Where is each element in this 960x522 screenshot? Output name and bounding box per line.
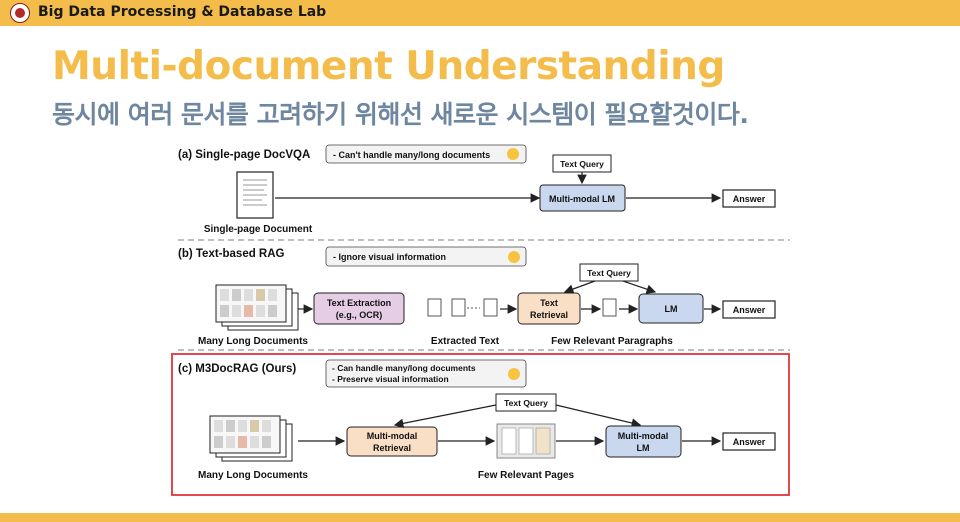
text-retrieval-line2: Retrieval	[530, 310, 568, 320]
section-a-note: - Can't handle many/long documents	[333, 150, 490, 160]
section-a-label: (a) Single-page DocVQA	[178, 149, 310, 161]
relevant-paragraph-icon	[602, 298, 617, 317]
relevant-pages-icon	[496, 423, 556, 459]
many-documents-stack-icon	[209, 415, 293, 462]
happy-emoji-icon	[508, 368, 520, 380]
query-to-lm-arrow	[622, 280, 657, 294]
section-c-text-query: Text Query	[504, 398, 548, 408]
slide-subtitle: 동시에 여러 문서를 고려하기 위해선 새로운 시스템이 필요할것이다.	[52, 100, 749, 129]
text-extraction-line2: (e.g., OCR)	[336, 310, 383, 320]
section-b-label: (b) Text-based RAG	[178, 248, 285, 260]
multimodal-lm-line1: Multi-modal	[618, 431, 669, 441]
section-c-note-box	[325, 359, 527, 388]
section-b-answer-box	[722, 300, 776, 319]
section-c-note-line1: - Can handle many/long documents	[332, 363, 476, 373]
multimodal-retrieval-line1: Multi-modal	[367, 431, 418, 441]
section-c-label: (c) M3DocRAG (Ours)	[178, 363, 296, 375]
section-a-note-box	[325, 144, 527, 164]
multimodal-lm-box	[539, 184, 626, 212]
text-retrieval-line1: Text	[540, 298, 558, 308]
multimodal-lm-label: Multi-modal LM	[549, 194, 615, 204]
single-page-document-label: Single-page Document	[204, 224, 313, 235]
ours-highlight-frame	[171, 353, 790, 496]
text-extraction-box	[313, 292, 405, 325]
footer-bar	[0, 513, 960, 522]
header-bar: Big Data Processing & Database Lab	[0, 0, 960, 26]
lm-label: LM	[665, 304, 678, 314]
slide-title: Multi-document Understanding	[52, 44, 725, 89]
section-c-text-query-box	[495, 393, 557, 412]
section-b-note: - Ignore visual information	[333, 252, 446, 262]
section-a-text-query: Text Query	[560, 159, 604, 169]
university-logo-icon	[10, 3, 30, 23]
multimodal-retrieval-box	[346, 426, 438, 457]
section-a-answer: Answer	[733, 194, 766, 204]
section-b-text-query: Text Query	[587, 268, 631, 278]
query-to-retrieval-arrow	[563, 280, 596, 294]
text-retrieval-box	[517, 292, 581, 325]
query-to-lm-arrow	[555, 404, 642, 428]
text-extraction-line1: Text Extraction	[327, 298, 391, 308]
multimodal-retrieval-line2: Retrieval	[373, 443, 411, 453]
relevant-paragraphs-label: Few Relevant Paragraphs	[551, 336, 673, 347]
multimodal-lm-line2: LM	[637, 443, 650, 453]
lm-box	[638, 293, 704, 324]
multimodal-lm-box	[605, 425, 682, 458]
section-c-note-line2: - Preserve visual information	[332, 374, 449, 384]
lab-name: Big Data Processing & Database Lab	[38, 4, 327, 20]
worried-emoji-icon	[508, 251, 520, 263]
single-page-document-icon	[236, 171, 274, 219]
section-b-docs-label: Many Long Documents	[198, 336, 308, 347]
section-b-text-query-box	[579, 263, 639, 282]
section-c-docs-label: Many Long Documents	[198, 470, 308, 481]
section-b-note-box	[325, 246, 527, 267]
section-b-answer: Answer	[733, 305, 766, 315]
extracted-text-label: Extracted Text	[431, 336, 500, 347]
section-c-answer-box	[722, 432, 776, 451]
section-c-answer: Answer	[733, 437, 766, 447]
section-a-answer-box	[722, 189, 776, 208]
worried-emoji-icon	[507, 148, 519, 160]
extracted-text-pages-icon	[427, 298, 498, 317]
many-documents-stack-icon	[215, 284, 299, 331]
query-to-retrieval-arrow	[393, 404, 497, 429]
relevant-pages-label: Few Relevant Pages	[478, 470, 575, 481]
